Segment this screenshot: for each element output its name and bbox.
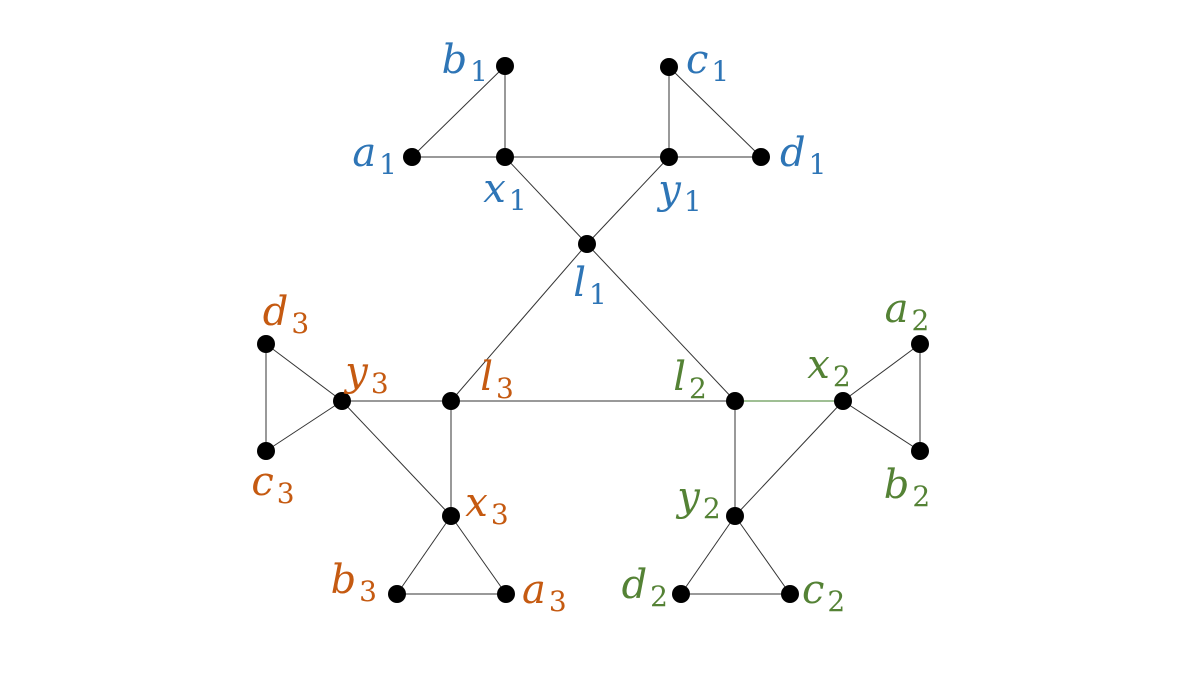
node-d2	[672, 585, 690, 603]
node-l3	[442, 392, 460, 410]
node-a2	[911, 335, 929, 353]
node-x2	[834, 392, 852, 410]
edge-c1-d1	[668, 66, 762, 158]
node-y1	[660, 148, 678, 166]
edge-x2-a2	[842, 343, 921, 402]
node-b2	[911, 442, 929, 460]
edge-y1-l1	[586, 156, 670, 245]
edges-layer	[265, 65, 921, 595]
node-c2	[781, 585, 799, 603]
node-d3	[257, 335, 275, 353]
nodes-layer	[257, 57, 929, 603]
edge-x2-b2	[842, 400, 921, 452]
node-c1	[660, 58, 678, 76]
edge-l1-l2	[586, 243, 736, 402]
edge-x3-b3	[396, 515, 452, 595]
node-b3	[388, 585, 406, 603]
node-y2	[726, 507, 744, 525]
node-x3	[442, 507, 460, 525]
edge-c3-y3	[265, 400, 343, 452]
node-b1	[496, 57, 514, 75]
edge-y2-d2	[680, 515, 736, 595]
edge-d3-y3	[265, 343, 343, 402]
edge-x3-a3	[450, 515, 507, 595]
node-a3	[497, 585, 515, 603]
node-l1	[578, 235, 596, 253]
node-x1	[496, 148, 514, 166]
edge-l1-l3	[450, 243, 588, 402]
edge-x2-y2	[734, 400, 844, 517]
node-y3	[333, 392, 351, 410]
node-c3	[257, 442, 275, 460]
edge-y3-x3	[341, 400, 452, 517]
node-l2	[726, 392, 744, 410]
edge-y2-c2	[734, 515, 791, 595]
edge-a1-b1	[411, 65, 506, 158]
node-d1	[752, 148, 770, 166]
node-a1	[403, 148, 421, 166]
edge-x1-l1	[504, 156, 588, 245]
